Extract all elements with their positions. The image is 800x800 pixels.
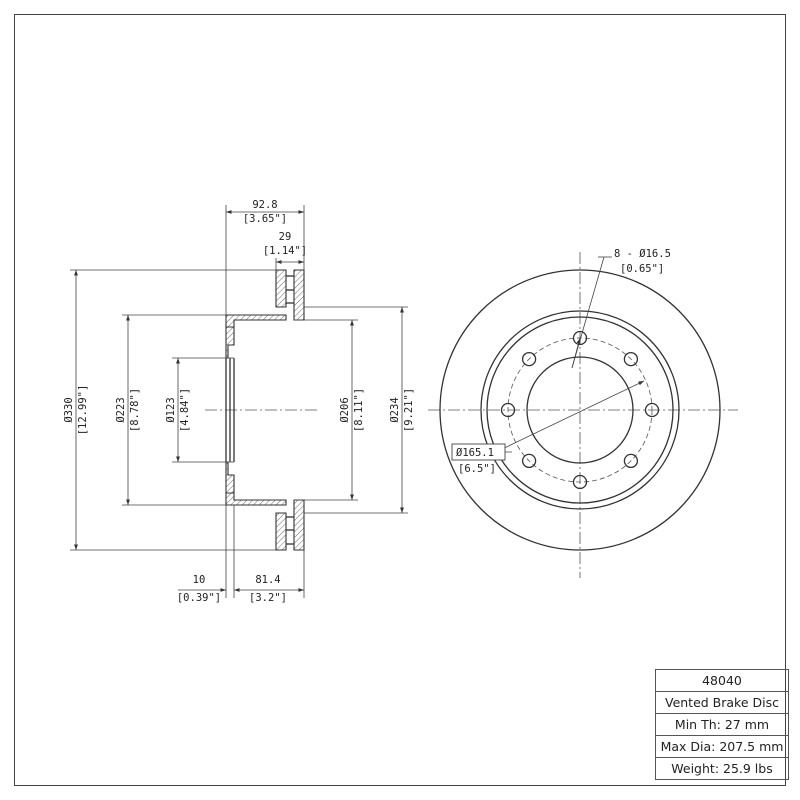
spec-min-thickness: Min Th: 27 mm: [655, 713, 789, 736]
dim-vent-dia-in: [9.21"]: [403, 388, 415, 432]
spec-max-diameter: Max Dia: 207.5 mm: [655, 735, 789, 758]
front-view: 8 - Ø16.5 [0.65"] Ø165.1 [6.5"]: [428, 248, 738, 578]
dim-center-bore-in: [4.84"]: [179, 388, 191, 432]
dim-hub-offset-in: [1.14"]: [263, 245, 307, 257]
dim-total-width-mm: 92.8: [252, 199, 277, 211]
inner-friction-edge: [480, 310, 680, 510]
dim-hat-thickness-in: [0.39"]: [177, 592, 221, 604]
bolt-circle-label-box: [451, 443, 506, 461]
bolt-hole: [623, 453, 639, 469]
lower-rotor-section: [225, 492, 305, 551]
bolt-circle-mm: Ø165.1: [456, 447, 494, 459]
spec-table: 48040 Vented Brake Disc Min Th: 27 mm Ma…: [655, 669, 789, 780]
spec-description: Vented Brake Disc: [655, 691, 789, 714]
bolt-hole: [521, 453, 537, 469]
section-view: 92.8 [3.65"] 29 [1.14"] Ø330 [12.99"] Ø2…: [63, 199, 415, 604]
dim-height-mm: 81.4: [255, 574, 280, 586]
bolt-hole: [644, 402, 660, 418]
dim-hat-dia-in: [8.78"]: [129, 388, 141, 432]
dim-total-width-in: [3.65"]: [243, 213, 287, 225]
spec-weight: Weight: 25.9 lbs: [655, 757, 789, 780]
bolt-circle-in: [6.5"]: [458, 463, 496, 475]
bolt-hole: [572, 330, 588, 346]
dim-center-bore-mm: Ø123: [165, 397, 177, 422]
dim-hat-thickness-mm: 10: [193, 574, 206, 586]
outer-edge: [439, 269, 721, 551]
bolt-holes-mm: 8 - Ø16.5: [614, 248, 671, 260]
bolt-holes-in: [0.65"]: [620, 263, 664, 275]
dim-hat-dia-mm: Ø223: [115, 397, 127, 422]
dim-hub-offset-mm: 29: [279, 231, 292, 243]
dim-outer-dia-mm: Ø330: [63, 397, 75, 422]
bolt-holes: [500, 330, 660, 490]
dim-vent-dia-mm: Ø234: [389, 397, 401, 422]
dim-inner-dia-mm: Ø206: [339, 397, 351, 422]
hat-edge: [486, 316, 674, 504]
hat-flange: [225, 326, 235, 494]
upper-rotor-section: [225, 269, 305, 328]
drawing-border: [14, 14, 786, 786]
bolt-hole: [521, 351, 537, 367]
bolt-hole: [572, 474, 588, 490]
dim-outer-dia-in: [12.99"]: [77, 385, 89, 436]
center-bore: [526, 356, 634, 464]
spec-part-number: 48040: [655, 669, 789, 692]
dim-height-in: [3.2"]: [249, 592, 287, 604]
bolt-hole: [500, 402, 516, 418]
bolt-hole: [623, 351, 639, 367]
dim-inner-dia-in: [8.11"]: [353, 388, 365, 432]
